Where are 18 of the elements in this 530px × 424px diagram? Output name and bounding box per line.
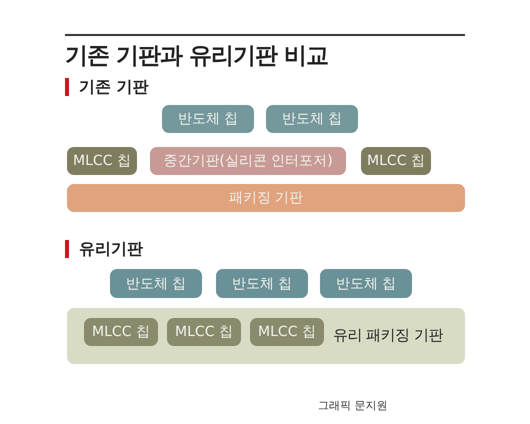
substrate-label: 유리 패키징 기판	[332, 326, 443, 345]
chip-box: MLCC 칩	[84, 318, 158, 346]
title: 기존 기판과 유리기판 비교	[65, 42, 328, 71]
section-heading: 유리기판	[65, 240, 143, 258]
chip-box: 반도체 칩	[162, 105, 254, 133]
chip-box: 반도체 칩	[320, 269, 412, 298]
chip-box: MLCC 칩	[250, 318, 324, 346]
chip-box: 반도체 칩	[266, 105, 358, 133]
substrate-band	[67, 308, 465, 364]
credit-text: 그래픽 문지원	[318, 398, 388, 413]
substrate-band: 패키징 기판	[67, 184, 465, 212]
chip-box: 반도체 칩	[216, 269, 308, 298]
chip-box: 중간기판(실리콘 인터포저)	[150, 147, 346, 175]
chip-box: MLCC 칩	[167, 318, 241, 346]
chip-box: 반도체 칩	[110, 269, 202, 298]
chip-box: MLCC 칩	[67, 147, 137, 175]
chip-box: MLCC 칩	[361, 147, 431, 175]
section-heading: 기존 기판	[65, 78, 149, 96]
